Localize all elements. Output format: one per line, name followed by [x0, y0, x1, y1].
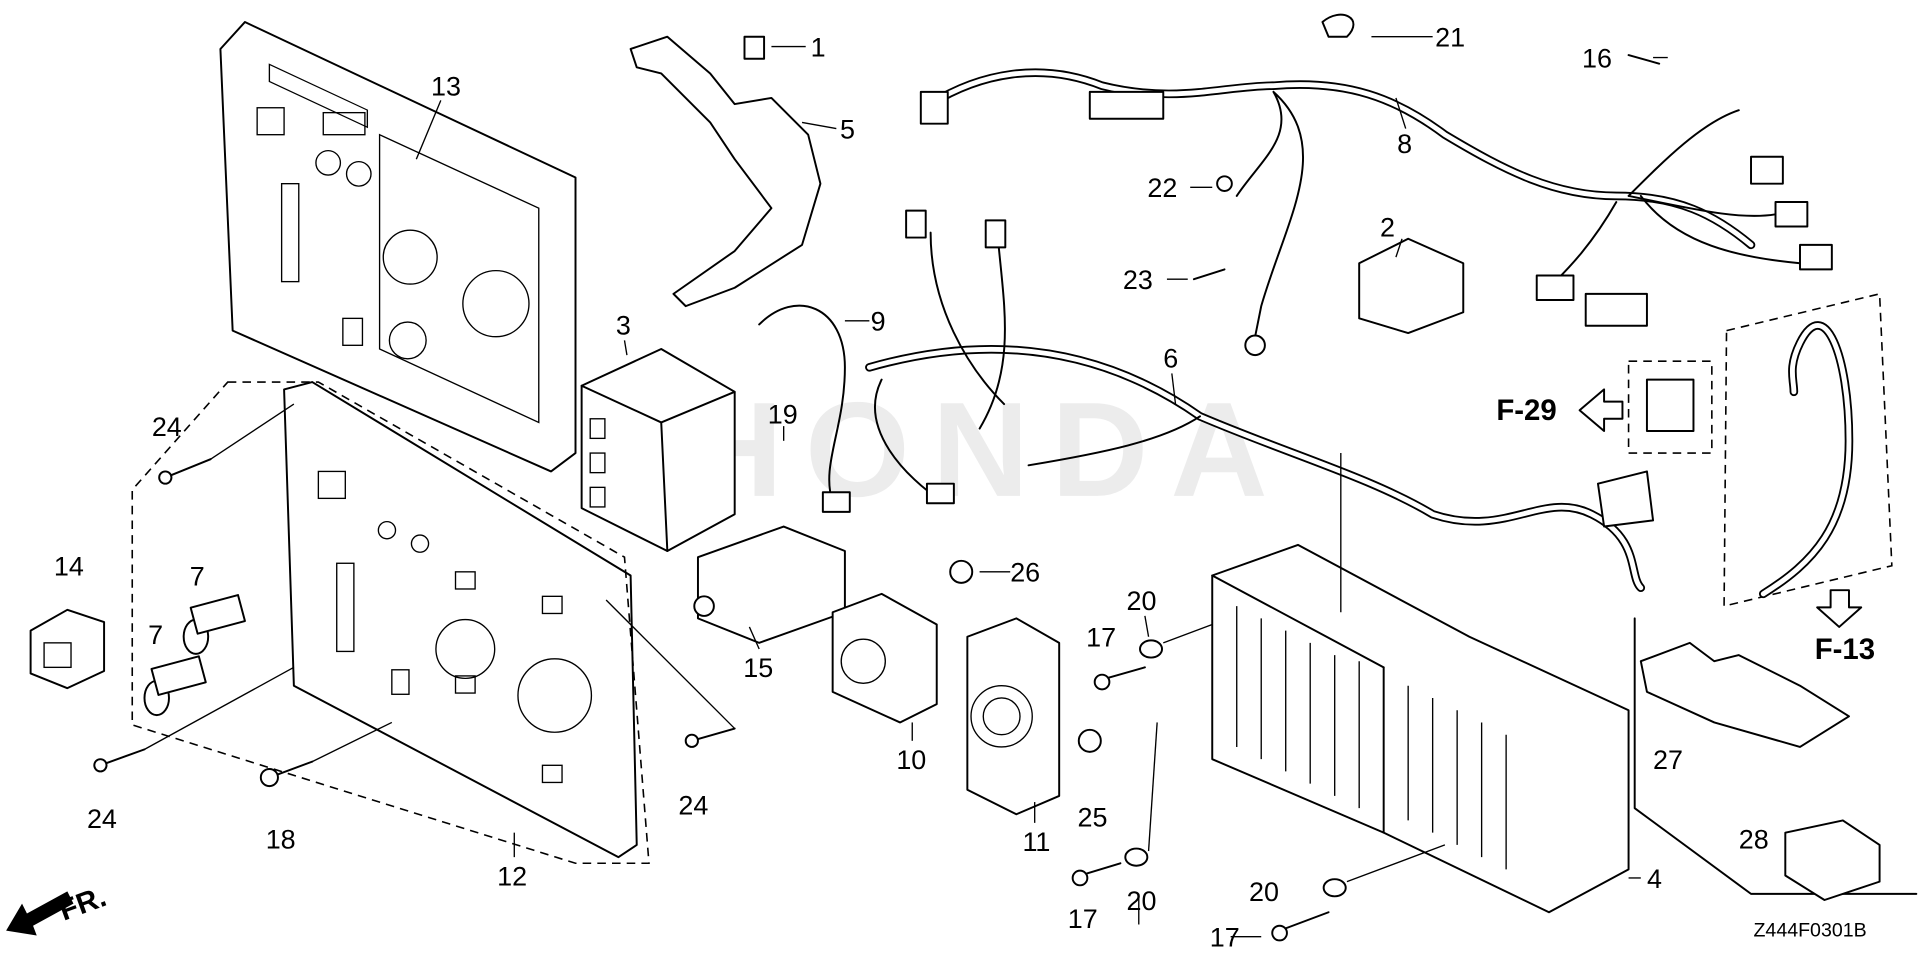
- part-5-bracket[interactable]: [629, 35, 822, 308]
- part-11-receptacle[interactable]: [966, 617, 1061, 816]
- front-label: FR.: [55, 880, 111, 927]
- front-arrow-icon: FR.: [6, 880, 111, 936]
- callout-18[interactable]: 18: [266, 825, 296, 855]
- part-25-nut[interactable]: [1077, 728, 1102, 753]
- part-7-fuse-holder[interactable]: [143, 594, 246, 717]
- callout-10[interactable]: 10: [896, 745, 926, 775]
- callout-16[interactable]: 16: [1582, 43, 1612, 73]
- part-15-breaker[interactable]: [693, 525, 846, 644]
- part-2-module[interactable]: [1358, 237, 1465, 335]
- f29-reference-group[interactable]: F-29: [1496, 360, 1713, 454]
- callout-24a[interactable]: 24: [152, 412, 182, 442]
- callout-3[interactable]: 3: [616, 310, 631, 340]
- callout-20b[interactable]: 20: [1127, 886, 1157, 916]
- callout-26[interactable]: 26: [1010, 558, 1040, 588]
- callout-21[interactable]: 21: [1435, 23, 1465, 53]
- callout-25[interactable]: 25: [1078, 803, 1108, 833]
- part-26-nut[interactable]: [949, 559, 974, 584]
- callout-6[interactable]: 6: [1163, 343, 1178, 373]
- part-28-cover[interactable]: [1784, 819, 1881, 901]
- callout-4[interactable]: 4: [1647, 864, 1662, 894]
- callout-17c[interactable]: 17: [1210, 923, 1240, 953]
- callout-12[interactable]: 12: [497, 861, 527, 891]
- honda-watermark: HONDA: [686, 374, 1290, 525]
- callout-14[interactable]: 14: [54, 552, 84, 582]
- callout-5[interactable]: 5: [840, 114, 855, 144]
- ref-f-13[interactable]: F-13: [1815, 633, 1875, 666]
- part-6-harness[interactable]: [758, 209, 1655, 593]
- part-12-control-panel[interactable]: [131, 381, 650, 865]
- callout-7a[interactable]: 7: [190, 561, 205, 591]
- callout-23[interactable]: 23: [1123, 265, 1153, 295]
- callout-17a[interactable]: 17: [1086, 623, 1116, 653]
- part-1-clip[interactable]: [743, 35, 766, 60]
- callout-27[interactable]: 27: [1653, 745, 1683, 775]
- callout-13[interactable]: 13: [431, 72, 461, 102]
- part-4-inverter[interactable]: [1211, 543, 1630, 914]
- callout-20a[interactable]: 20: [1127, 586, 1157, 616]
- callout-11[interactable]: 11: [1022, 827, 1050, 857]
- part-14-switch[interactable]: [29, 608, 106, 690]
- callout-2[interactable]: 2: [1380, 212, 1395, 242]
- callouts: 1 2 3 4 5 6 7 7 8 9 10 11 12 13 14 15 16…: [54, 23, 1769, 953]
- f13-reference-group[interactable]: F-13: [1723, 292, 1893, 666]
- part-10-receptacle[interactable]: [831, 592, 938, 724]
- callout-28[interactable]: 28: [1739, 825, 1769, 855]
- ref-f-29[interactable]: F-29: [1496, 394, 1556, 427]
- callout-24b[interactable]: 24: [87, 804, 117, 834]
- part-13-label-panel[interactable]: [219, 21, 577, 473]
- callout-17b[interactable]: 17: [1068, 904, 1098, 934]
- screws: [93, 403, 736, 788]
- callout-7b[interactable]: 7: [148, 620, 163, 650]
- part-3-box[interactable]: [580, 348, 736, 552]
- callout-19[interactable]: 19: [768, 400, 798, 430]
- callout-15[interactable]: 15: [743, 653, 773, 683]
- leader-lines: [415, 36, 1668, 938]
- callout-20c[interactable]: 20: [1249, 877, 1279, 907]
- callout-1[interactable]: 1: [811, 32, 826, 62]
- part-21-clamp[interactable]: [1321, 13, 1355, 38]
- part-22-screw[interactable]: [1216, 175, 1233, 193]
- callout-22[interactable]: 22: [1147, 173, 1177, 203]
- callout-9[interactable]: 9: [871, 307, 886, 337]
- washers-bolts: [1071, 623, 1446, 942]
- drawing-code: Z444F0301B: [1753, 920, 1866, 942]
- part-8-harness[interactable]: [919, 68, 1833, 357]
- callout-24c[interactable]: 24: [678, 790, 708, 820]
- callout-8[interactable]: 8: [1397, 129, 1412, 159]
